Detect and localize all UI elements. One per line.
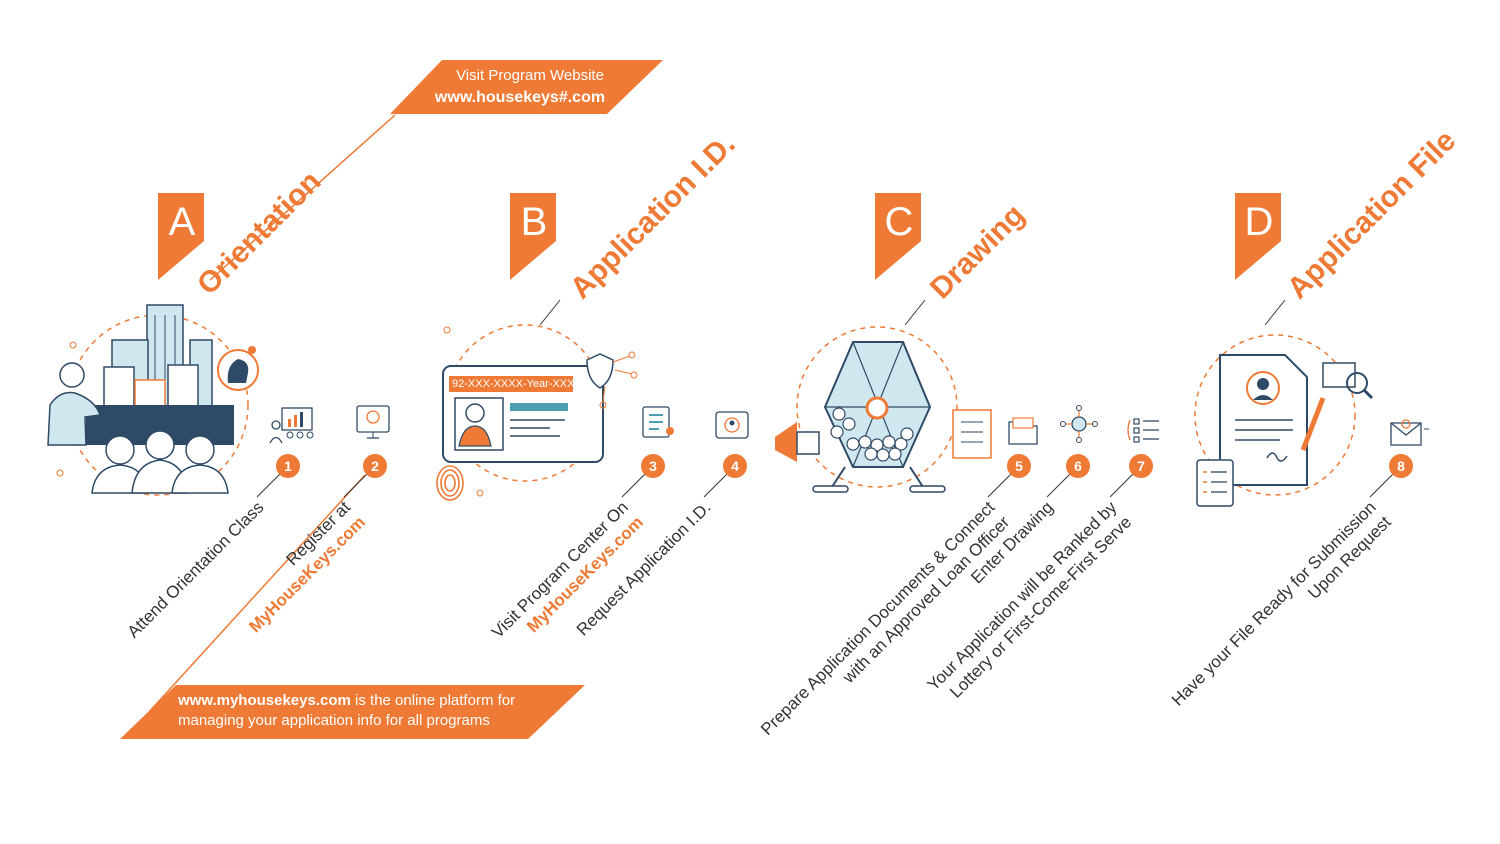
step-4-badge: 4 [723, 454, 747, 478]
bottom-banner-line1: www.myhousekeys.com is the online platfo… [178, 692, 515, 709]
step-1-badge: 1 [276, 454, 300, 478]
step-3-badge: 3 [641, 454, 665, 478]
bottom-banner-url[interactable]: www.myhousekeys.com [178, 692, 351, 709]
phase-a-flag [158, 193, 204, 280]
id-card-number: 92-XXX-XXXX-Year-XXX [452, 378, 575, 390]
bottom-banner-line2: managing your application info for all p… [178, 712, 490, 729]
id-card-illustration [436, 324, 638, 501]
checklist-icon [642, 406, 674, 438]
step-6-badge: 6 [1066, 454, 1090, 478]
phase-d-flag [1235, 193, 1281, 280]
step-5-badge: 5 [1007, 454, 1031, 478]
lottery-drum-illustration [775, 326, 992, 493]
phase-c-letter: C [884, 200, 914, 244]
orientation-illustration [47, 304, 259, 496]
phase-c-flag [875, 193, 921, 280]
top-banner-url[interactable]: www.housekeys#.com [434, 89, 606, 106]
network-icon [1060, 405, 1098, 443]
folder-icon [1008, 417, 1038, 445]
application-file-illustration [1194, 334, 1374, 507]
bottom-banner-shape [120, 685, 585, 739]
step-7-badge: 7 [1129, 454, 1153, 478]
phase-a-letter: A [168, 200, 196, 244]
step-8-badge: 8 [1389, 454, 1413, 478]
ranking-list-icon [1127, 418, 1159, 443]
phase-d-letter: D [1244, 200, 1274, 244]
top-banner-line1: Visit Program Website [456, 67, 604, 84]
presentation-icon [269, 407, 314, 444]
top-banner-shape [390, 60, 663, 114]
step-2-badge: 2 [363, 454, 387, 478]
phase-b-flag [510, 193, 556, 280]
phase-b-letter: B [520, 200, 548, 244]
register-computer-icon [356, 405, 390, 439]
bottom-banner-line1-rest: is the online platform for [350, 692, 516, 709]
request-id-icon [715, 411, 749, 439]
envelope-icon [1390, 419, 1429, 446]
